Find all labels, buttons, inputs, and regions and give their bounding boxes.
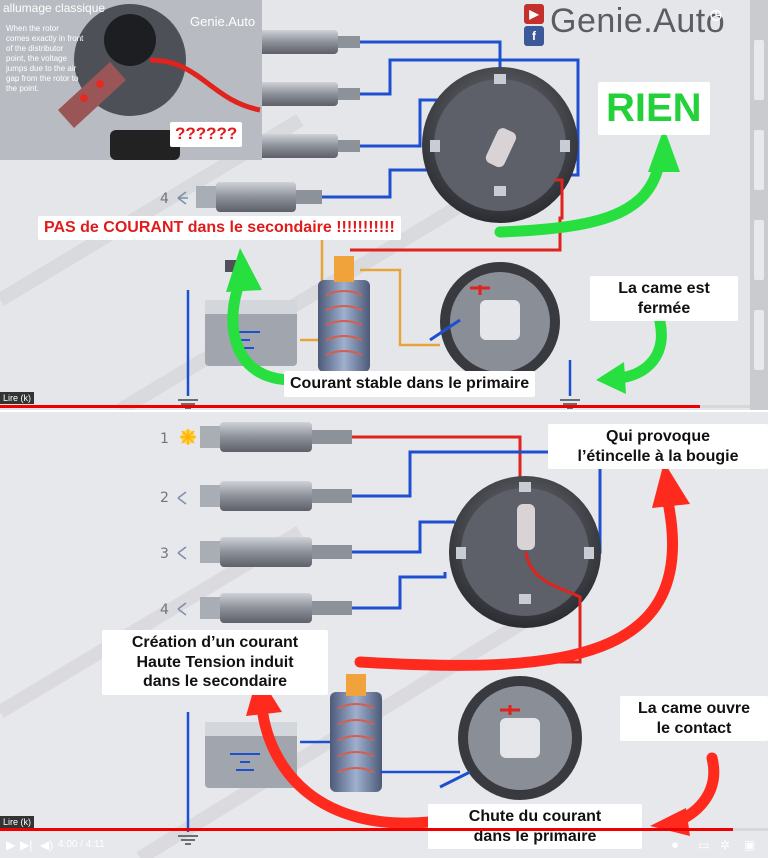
drop-line-2: dans le primaire [473,827,597,845]
video-frame-top[interactable]: 4 [0,0,768,410]
inset-question-label: ?????? [170,122,243,147]
inset-description: When the rotor comes exactly in front of… [6,24,84,93]
spark-icon [180,429,196,445]
rotor [485,128,517,168]
miniplayer-icon[interactable]: ▣ [744,838,756,852]
cam-open-line-2: le contact [656,719,732,737]
cam-closed-line-1: La came est [618,280,710,297]
spark-plug-number-3: 3 [160,546,169,562]
progress-bar-top[interactable] [0,405,750,408]
spark-label: Qui provoque l’étincelle à la bougie [548,424,768,470]
drop-line-1: Chute du courant [468,808,602,825]
scrollbar-strip[interactable] [750,0,768,410]
induced-current-label: Création d’un courant Haute Tension indu… [102,630,328,695]
spark-plug-number-2: 2 [160,490,169,506]
ignition-coil [318,256,370,372]
read-aloud-label[interactable]: Lire (k) [0,816,35,828]
cam-open-line-1: La came ouvre [637,700,751,717]
inset-brand: Genie.Auto [190,14,256,29]
autoplay-toggle-icon[interactable]: ⏺ [672,838,679,852]
player-controls: ▶ ▶| ◀) 4:00 / 4:11 ⏺ ▭ ✲ ▣ [0,832,768,858]
green-arrowhead-up-right [648,128,680,172]
progress-fill [0,828,734,831]
spark-line-2: l’étincelle à la bougie [577,447,739,465]
current-drop-label: Chute du courant dans le primaire [428,804,642,850]
no-current-label: PAS de COURANT dans le secondaire !!!!!!… [38,216,401,240]
spark-plug-1 [200,422,352,452]
brand-watermark: Genie.Auto [550,2,726,40]
spark-plug-1 [258,30,360,54]
induced-line-1: Création d’un courant [131,634,299,651]
settings-icon[interactable]: ✲ [720,838,731,852]
subtitles-icon[interactable]: ▭ [698,838,710,852]
play-icon[interactable]: ▶ [6,838,16,852]
red-arrowhead-up [652,462,690,508]
spark-plug-number-4: 4 [160,602,169,618]
rotor [517,504,535,550]
video-frame-bottom[interactable]: 1 2 3 4 [0,412,768,858]
green-arrowhead-left [596,362,626,394]
spark-plug-3 [177,537,352,567]
ignition-coil [330,674,382,792]
spark-plug-4 [177,593,352,623]
time-display: 4:00 / 4:11 [58,839,105,850]
battery [205,722,297,788]
green-arrowhead-up-left [226,248,262,292]
spark-plug-2 [177,481,352,511]
next-icon[interactable]: ▶| [20,838,33,852]
inset-caption: allumage classique [3,1,106,15]
clock-icon[interactable]: ◷ [709,6,723,22]
spark-line-1: Qui provoque [606,428,710,445]
spark-plug-3 [258,134,360,158]
nothing-label: RIEN [598,82,710,135]
volume-icon[interactable]: ◀) [40,838,54,852]
spark-plug-number: 4 [160,191,169,207]
progress-bar[interactable] [0,828,768,831]
ignition-diagram-top: 4 [0,30,680,410]
cam-closed-line-2: fermée [637,299,691,317]
induced-line-3: dans le secondaire [142,673,288,691]
ignition-diagram-bottom: 1 2 3 4 [0,422,720,858]
cam-open-label: La came ouvre le contact [620,696,768,742]
spark-plug-2 [258,82,360,106]
spark-plug-number-1: 1 [160,431,169,447]
youtube-icon[interactable]: ▶ [524,4,544,24]
spark-plug-4 [177,182,322,212]
steady-current-label: Courant stable dans le primaire [284,371,536,397]
facebook-icon[interactable]: f [524,26,544,46]
induced-line-2: Haute Tension induit [136,653,294,671]
cam-closed-label: La came est fermée [590,276,738,322]
inset-video[interactable]: allumage classique Genie.Auto When the r… [0,0,262,160]
read-aloud-label[interactable]: Lire (k) [0,392,35,404]
